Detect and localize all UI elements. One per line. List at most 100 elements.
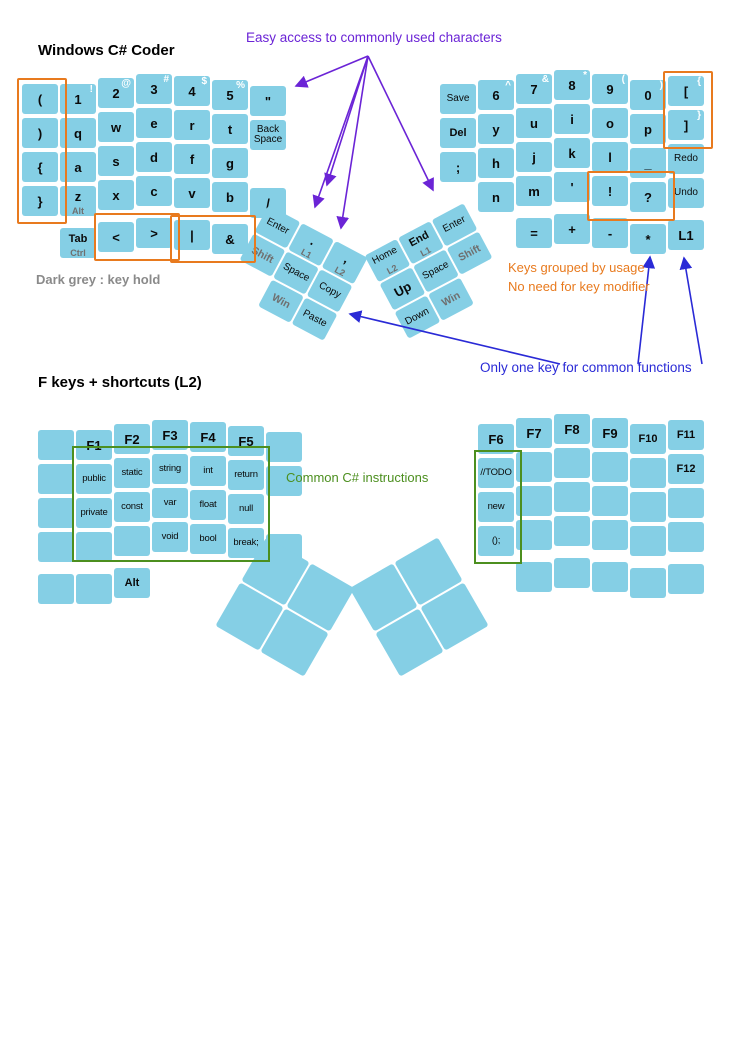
key-blank (38, 532, 74, 562)
key-e: e (136, 108, 172, 138)
key-int: int (190, 456, 226, 486)
key-label: F5 (238, 433, 254, 449)
key-9: 9( (592, 74, 628, 104)
key-label: ) (37, 125, 43, 141)
key-blank (554, 558, 590, 588)
key-f1: F1 (76, 430, 112, 460)
key-backspace: Back Space (250, 120, 286, 150)
key-x: x (98, 180, 134, 210)
key-label: float (199, 499, 217, 511)
key-label: Alt (124, 577, 140, 589)
key-blank (114, 526, 150, 556)
key-label: F4 (200, 429, 216, 445)
key-shift-label: $ (201, 76, 207, 87)
annotation-csharp: Common C# instructions (286, 470, 429, 485)
key-return: return (228, 460, 264, 490)
key-label: Copy (317, 279, 343, 301)
key-label: new (487, 501, 505, 513)
key-y: y (478, 114, 514, 144)
key-label: F9 (602, 425, 618, 441)
key-s: s (98, 146, 134, 176)
key-f9: F9 (592, 418, 628, 448)
key-shift-label: # (163, 74, 169, 85)
key-label: n (492, 189, 500, 205)
key-underscore: _ (630, 148, 666, 178)
key-label: Undo (674, 186, 698, 198)
key-label: F3 (162, 427, 178, 443)
key-blank (630, 492, 666, 522)
key-label: j (532, 149, 536, 165)
key-h: h (478, 148, 514, 178)
key-f8: F8 (554, 414, 590, 444)
key-label: public (82, 473, 106, 485)
key-p: p (630, 114, 666, 144)
key-exclamation: ! (592, 176, 628, 206)
key-label: 3 (150, 81, 158, 97)
key-label: | (190, 227, 194, 243)
key-label: z (74, 189, 82, 204)
key-label: (); (491, 535, 501, 547)
key-label: e (150, 115, 158, 131)
key-close-brace: } (22, 186, 58, 216)
key-close-paren: ) (22, 118, 58, 148)
key-todo-comment: //TODO (478, 458, 514, 488)
key-b: b (212, 182, 248, 212)
key-shift-label: ! (89, 84, 93, 95)
key-blank (592, 452, 628, 482)
key-alt: Alt (114, 568, 150, 598)
key-label: F10 (638, 433, 658, 445)
key-shift-label: { (697, 76, 701, 87)
annotation-easy-access: Easy access to commonly used characters (246, 30, 502, 45)
key-blank (516, 486, 552, 516)
key-blank (266, 466, 302, 496)
key-label: p (644, 121, 652, 137)
key-blank (38, 464, 74, 494)
key-8: 8* (554, 70, 590, 100)
highlight-angle-brackets (94, 213, 180, 261)
key-label: F12 (676, 463, 696, 475)
annotation-grouped-line1: Keys grouped by usage (508, 260, 645, 275)
annotation-grouped-line2: No need for key modifier (508, 279, 650, 294)
key-label: Tab (68, 232, 88, 245)
key-label: return (234, 469, 258, 481)
key-blank (592, 562, 628, 592)
key-label: L1 (678, 227, 694, 243)
key-w: w (98, 112, 134, 142)
key-label: a (74, 159, 82, 175)
key-label: r (189, 117, 195, 133)
key-shift-label: * (583, 70, 587, 81)
key-sym: ]} (668, 110, 704, 140)
key-label: ] (683, 117, 689, 133)
key-label: y (492, 121, 500, 137)
highlight-pipe-ampersand (170, 215, 256, 263)
key-pipe: | (174, 220, 210, 250)
key-f11: F11 (668, 420, 704, 450)
key-blank (76, 574, 112, 604)
key-double-quote: " (250, 86, 286, 116)
key-label: 1 (74, 91, 82, 107)
key-label: break; (233, 537, 259, 549)
key-label: o (606, 115, 614, 131)
key-label: 8 (568, 77, 576, 93)
key-label: h (492, 155, 500, 171)
key-label: F7 (526, 425, 542, 441)
key-label: Win (439, 289, 463, 310)
key-label: Paste (300, 307, 329, 330)
key-label: f (189, 151, 195, 167)
key-blank (668, 488, 704, 518)
key-k: k (554, 138, 590, 168)
key-label: * (645, 231, 651, 247)
key-label: F11 (676, 429, 696, 441)
key-label: d (150, 149, 158, 165)
key-label: 2 (112, 85, 120, 101)
key-label: 4 (188, 83, 196, 99)
key-u: u (516, 108, 552, 138)
key-const: const (114, 492, 150, 522)
key-blank (592, 520, 628, 550)
key-label: private (80, 507, 108, 519)
key-shift-label: ) (659, 80, 663, 91)
key-t: t (212, 114, 248, 144)
key-bool: bool (190, 524, 226, 554)
key-blank (38, 498, 74, 528)
